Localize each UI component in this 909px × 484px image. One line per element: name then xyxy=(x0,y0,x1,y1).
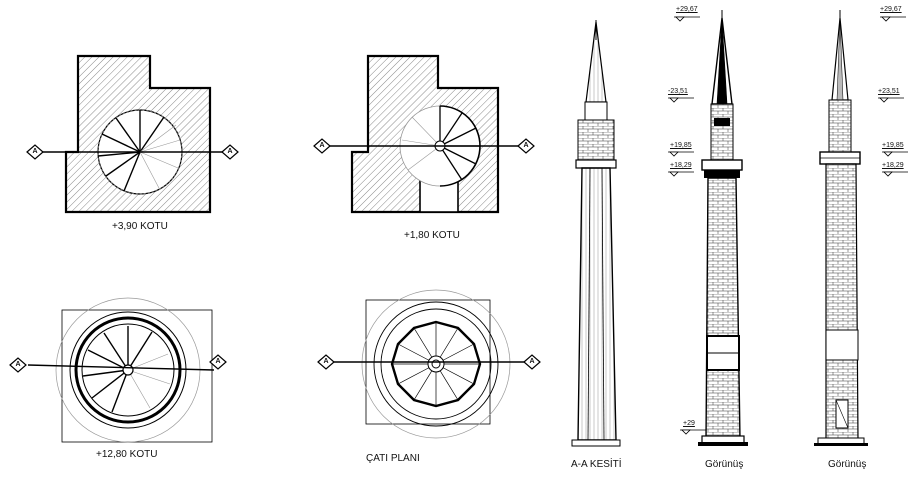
level-marker: +18,29 xyxy=(882,162,904,169)
elevation-1-drawing xyxy=(668,10,748,446)
section-marker-text: A xyxy=(319,142,325,149)
plan-180 xyxy=(313,54,535,214)
section-marker-text: A xyxy=(323,358,329,365)
plan-180-label: +1,80 KOTU xyxy=(404,230,460,241)
plan-1280-label: +12,80 KOTU xyxy=(96,449,158,460)
section-marker-text: A xyxy=(32,148,38,155)
plan-1280 xyxy=(9,297,227,443)
level-marker: +23,51 xyxy=(878,88,900,95)
elevation-1-label: Görünüş xyxy=(705,459,744,470)
level-marker: +29 xyxy=(683,420,695,427)
roof-plan xyxy=(317,289,541,439)
section-marker-text: A xyxy=(15,361,21,368)
level-marker: +18,29 xyxy=(670,162,692,169)
section-marker-text: A xyxy=(523,142,529,149)
level-marker: +19,85 xyxy=(882,142,904,149)
plan-390 xyxy=(26,54,239,214)
plan-390-label: +3,90 KOTU xyxy=(112,221,168,232)
section-aa-drawing xyxy=(571,20,621,447)
section-marker-text: A xyxy=(227,148,233,155)
elevation-2-label: Görünüş xyxy=(828,459,867,470)
section-aa-label: A-A KESİTİ xyxy=(571,459,622,470)
section-marker-text: A xyxy=(529,358,535,365)
roof-plan-label: ÇATI PLANI xyxy=(366,453,420,464)
level-marker: +29,67 xyxy=(880,6,902,13)
level-marker: +19,85 xyxy=(670,142,692,149)
level-marker: -23,51 xyxy=(668,88,688,95)
level-marker: +29,67 xyxy=(676,6,698,13)
section-marker-text: A xyxy=(215,358,221,365)
elevation-2-drawing xyxy=(814,10,908,446)
